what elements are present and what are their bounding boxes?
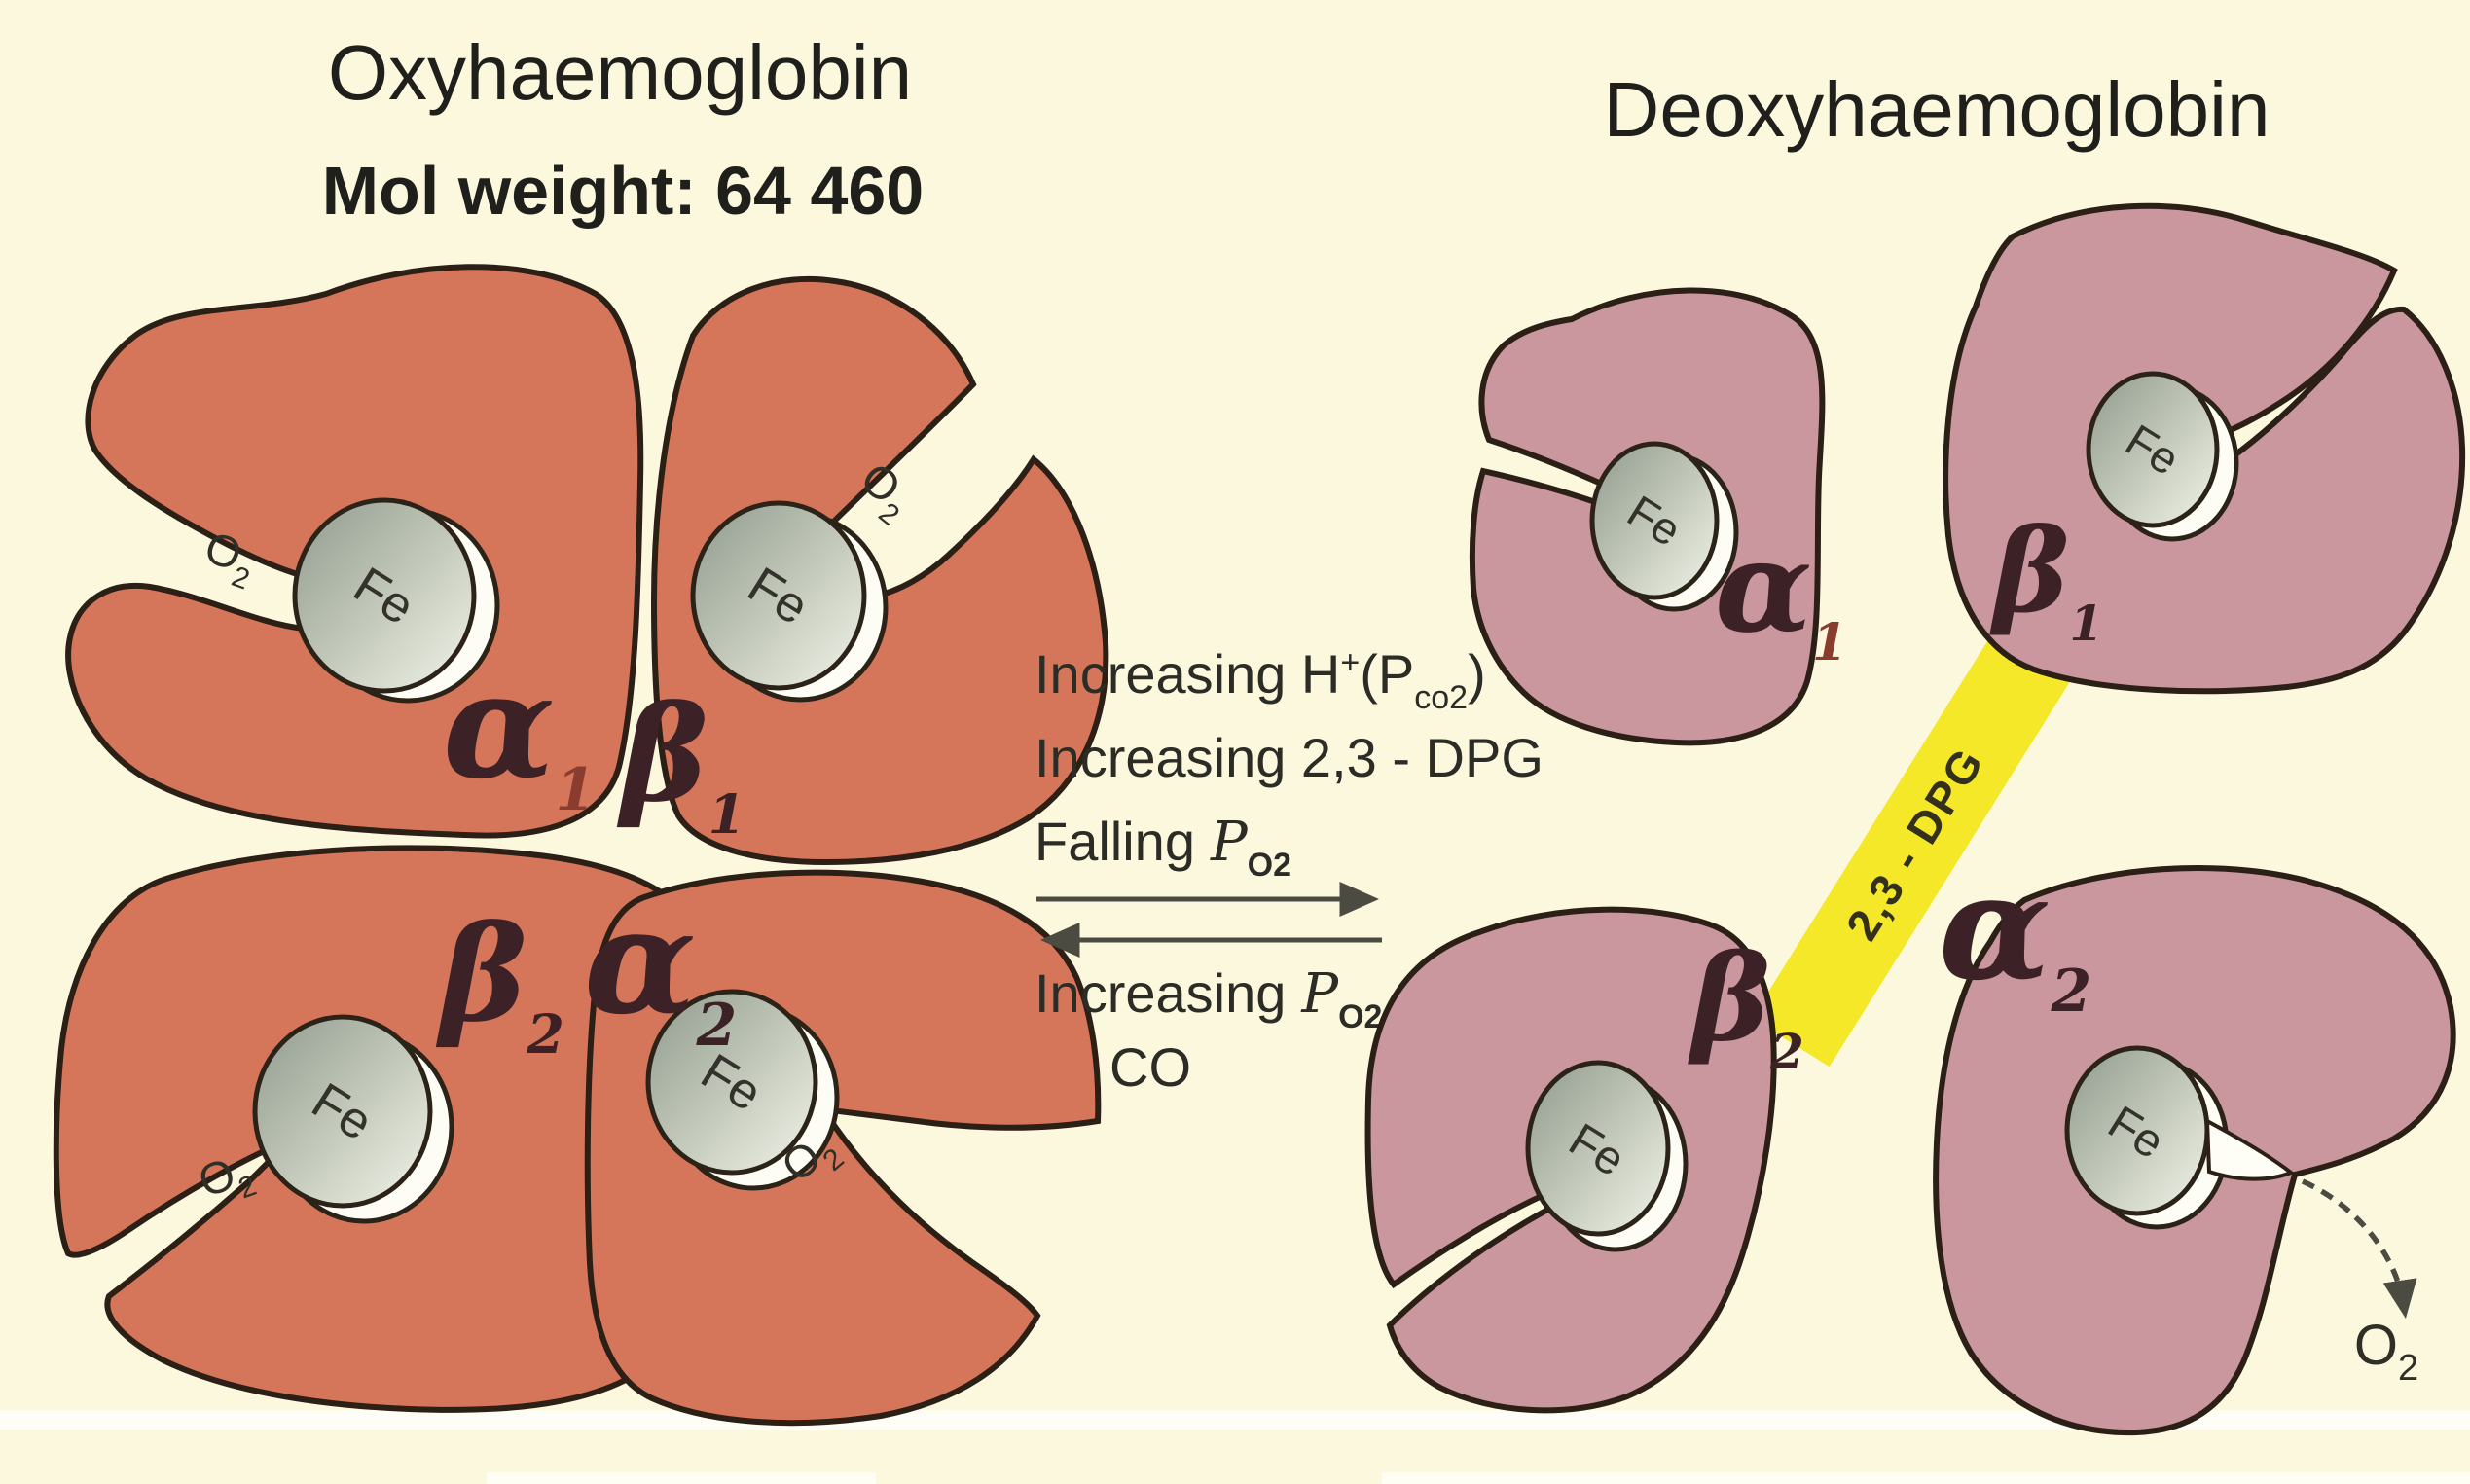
- oxy-beta2-label: β2: [435, 896, 564, 1066]
- deoxy-alpha2-label: α2: [1939, 842, 2091, 1026]
- alpha-glyph: α: [584, 876, 696, 1047]
- oxy-alpha1-fe-disc: Fe: [292, 497, 500, 704]
- alpha-glyph: α: [1939, 842, 2051, 1013]
- reverse-condition-2: CO: [1109, 1036, 1191, 1098]
- scan-artifact-sliver-right: [1382, 1472, 2470, 1484]
- oxy-beta2-fe-disc: Fe: [252, 1014, 454, 1224]
- released-o2-label: O2: [2354, 1314, 2418, 1389]
- oxy-title: Oxyhaemoglobin: [328, 29, 912, 116]
- deoxy-beta1-fe-disc: Fe: [2086, 371, 2239, 542]
- alpha-glyph: α: [1715, 512, 1812, 661]
- subscript: 2: [695, 992, 737, 1060]
- deoxy-beta2-label: β2: [1688, 927, 1804, 1080]
- deoxy-beta1-label: β1: [1989, 503, 2103, 652]
- deoxy-title: Deoxyhaemoglobin: [1604, 66, 2270, 153]
- oxy-beta1-subunit: [650, 275, 1109, 866]
- subscript: 1: [1812, 613, 1847, 672]
- scan-artifact-sliver-left: [487, 1472, 876, 1484]
- deoxy-alpha1-fe-disc: Fe: [1589, 441, 1739, 612]
- beta-glyph: β: [435, 896, 527, 1051]
- beta-glyph: β: [1989, 503, 2069, 638]
- forward-condition-2: Increasing 2,3 - DPG: [1035, 727, 1544, 788]
- oxy-alpha2-label: α2: [584, 876, 737, 1060]
- subscript: 2: [2050, 958, 2091, 1026]
- oxy-mol-weight: Mol weight: 64 460: [322, 153, 924, 229]
- forward-condition-1: Increasing H+(Pco2): [1035, 643, 1486, 716]
- deoxy-alpha1-label: α1: [1715, 512, 1847, 672]
- subscript: 2: [1769, 1023, 1804, 1080]
- beta-glyph: β: [616, 676, 708, 831]
- subscript: 1: [555, 756, 596, 824]
- subscript: 2: [527, 1002, 564, 1066]
- subscript: 1: [708, 782, 745, 846]
- oxy-beta1-fe-disc: Fe: [690, 500, 889, 703]
- subscript: 1: [2069, 595, 2103, 652]
- oxy-alpha2-fe-disc: Fe: [645, 989, 840, 1191]
- scan-artifact-strip: [0, 1410, 2470, 1430]
- beta-glyph: β: [1688, 927, 1770, 1068]
- oxy-alpha1-label: α1: [443, 640, 596, 824]
- oxy-beta1-label: β1: [616, 676, 745, 846]
- alpha-glyph: α: [443, 640, 555, 812]
- deoxy-beta2-fe-disc: Fe: [1525, 1060, 1689, 1252]
- deoxy-alpha2-cleft: [2204, 1117, 2295, 1181]
